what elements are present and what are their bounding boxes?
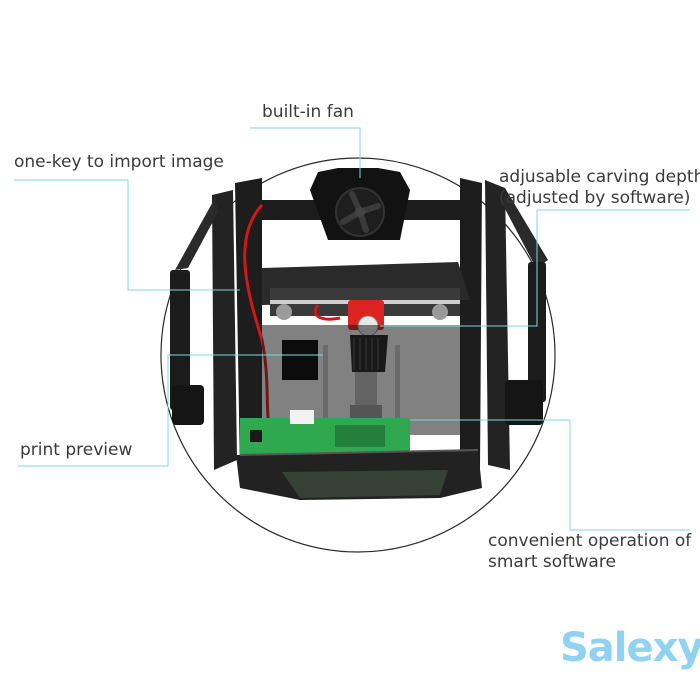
lens-circle	[160, 157, 556, 553]
label-text: one-key to import image	[14, 152, 224, 172]
left-foot	[172, 385, 204, 425]
label-smart-software: convenient operation of smart software	[488, 531, 691, 573]
left-front-leg	[170, 270, 190, 410]
callout-preview-line	[18, 354, 323, 467]
right-pillar	[485, 180, 510, 470]
label-text: print preview	[20, 440, 133, 460]
label-carving-depth: adjusable carving depth (adjusted by sof…	[499, 167, 700, 209]
board-connector	[290, 410, 314, 424]
label-text: built-in fan	[262, 102, 354, 122]
right-foot	[505, 380, 543, 425]
label-text-line1: adjusable carving depth	[499, 167, 700, 187]
front-window	[282, 470, 448, 498]
callout-depth-line	[380, 209, 690, 327]
fan-hub-icon	[355, 207, 365, 217]
callout-lines	[14, 127, 690, 531]
watermark-logo: Salexy	[560, 625, 700, 671]
board-chip-large	[335, 425, 385, 447]
callout-fan-line	[250, 127, 361, 178]
label-text-line2: smart software	[488, 552, 616, 572]
left-pillar	[212, 190, 237, 470]
label-built-in-fan: built-in fan	[262, 102, 354, 123]
usb-port-block	[282, 340, 318, 380]
label-print-preview: print preview	[20, 440, 132, 461]
label-one-key-import: one-key to import image	[14, 152, 224, 173]
label-text-line2: (adjusted by software)	[499, 188, 691, 208]
callout-import-line	[14, 179, 240, 291]
board-chip	[250, 430, 262, 442]
stepper-motor-right	[432, 304, 448, 320]
stepper-motor-left	[276, 304, 292, 320]
red-wire-loop	[313, 304, 341, 321]
laser-engraver	[170, 168, 548, 500]
right-front-leg	[528, 262, 546, 402]
fan-blades-icon	[340, 191, 381, 233]
base-edge	[239, 449, 479, 456]
callout-software-line	[410, 419, 690, 531]
label-text-line1: convenient operation of	[488, 531, 692, 551]
left-corner-bracket	[175, 198, 218, 270]
